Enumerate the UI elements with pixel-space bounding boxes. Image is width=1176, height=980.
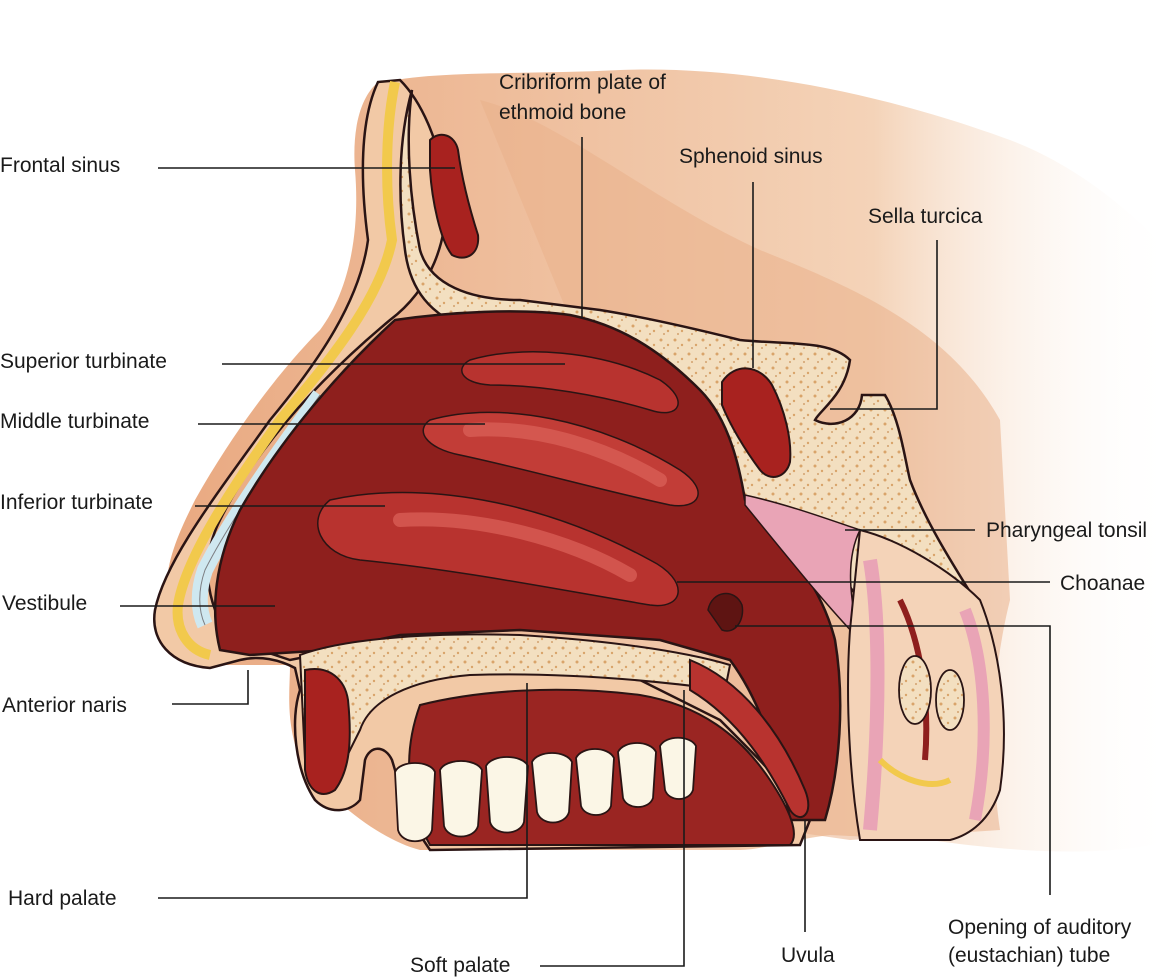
label-auditory-line2: (eustachian) tube <box>948 944 1111 968</box>
label-cribriform-line2: ethmoid bone <box>499 101 627 125</box>
soft-palate-shape <box>689 658 810 818</box>
frontal-sinus-cavity <box>429 133 480 259</box>
label-superior-turbinate: Superior turbinate <box>0 350 167 373</box>
tooth <box>439 760 483 838</box>
label-choanae: Choanae <box>1060 572 1146 595</box>
label-frontal-sinus: Frontal sinus <box>0 154 121 177</box>
tooth <box>575 748 615 816</box>
superior-turbinate-shape <box>461 351 679 414</box>
sphenoid-sinus-cavity <box>721 367 792 478</box>
auditory-tube-opening <box>707 592 744 632</box>
label-anterior-naris: Anterior naris <box>2 694 127 717</box>
vertebra <box>935 669 965 731</box>
hard-palate-bone <box>298 633 732 784</box>
label-hard-palate: Hard palate <box>8 887 117 910</box>
label-cribriform-plate: Cribriform plate of ethmoid bone <box>499 70 666 127</box>
label-auditory-tube: Opening of auditory (eustachian) tube <box>948 915 1131 970</box>
leader-auditory-tube <box>735 625 1051 895</box>
label-sella-turcica: Sella turcica <box>868 205 983 228</box>
label-uvula: Uvula <box>781 944 835 967</box>
tooth <box>659 736 697 800</box>
teeth <box>394 736 697 843</box>
leader-hard-palate <box>158 683 528 899</box>
tooth <box>394 762 436 843</box>
leader-soft-palate <box>540 690 685 967</box>
vertebra <box>898 655 932 725</box>
label-sphenoid-sinus: Sphenoid sinus <box>679 145 823 168</box>
leader-anterior-naris <box>172 670 249 705</box>
label-soft-palate: Soft palate <box>410 954 511 977</box>
tooth <box>485 756 529 834</box>
label-inferior-turbinate: Inferior turbinate <box>0 491 153 514</box>
leader-sella-turcica <box>830 240 938 410</box>
tooth <box>531 752 573 824</box>
leader-lines <box>120 137 1051 967</box>
palate-region <box>298 633 810 846</box>
upper-lip <box>304 668 351 795</box>
label-middle-turbinate: Middle turbinate <box>0 410 150 433</box>
label-auditory-line1: Opening of auditory <box>948 916 1132 939</box>
pharynx-region <box>847 528 1005 841</box>
label-vestibule: Vestibule <box>2 592 88 615</box>
label-cribriform-line1: Cribriform plate of <box>499 71 666 94</box>
label-pharyngeal-tonsil: Pharyngeal tonsil <box>986 519 1148 542</box>
tooth <box>617 742 657 808</box>
nasal-cavity-mucosa <box>213 310 862 822</box>
